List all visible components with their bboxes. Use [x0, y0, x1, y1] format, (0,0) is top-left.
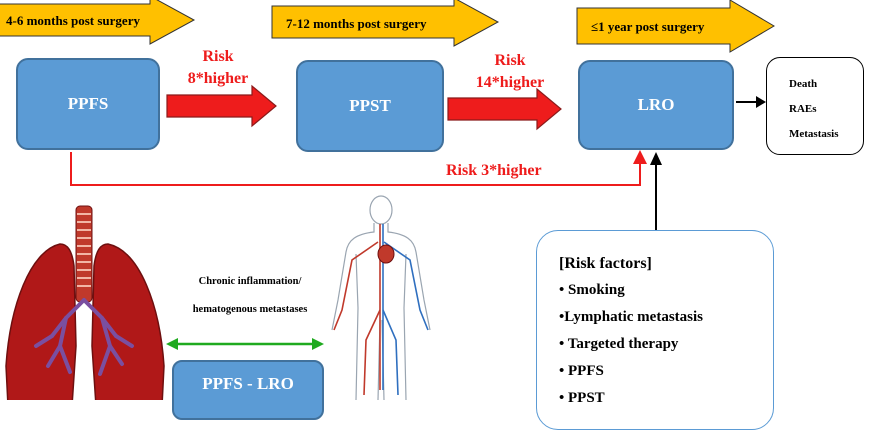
trachea-icon [75, 205, 93, 303]
body-outline-icon [331, 195, 431, 400]
risk-factor-smoking: • Smoking [559, 282, 625, 298]
timeline-arrow-3 [576, 0, 775, 53]
heart-icon [377, 244, 395, 264]
right-lung-icon [91, 243, 165, 400]
risk-label-ppfs-ppst: Risk 8*higher [178, 46, 258, 90]
risk-factors-title: [Risk factors] [559, 255, 652, 272]
mechanism-arrow [166, 338, 324, 350]
left-lung-icon [5, 243, 77, 400]
stage-lro-label: LRO [637, 95, 675, 114]
stage-ppst-label: PPST [349, 96, 391, 115]
risk-mult-1: 8*higher [187, 70, 249, 87]
timeline-arrow-2 [271, 0, 500, 47]
timeline-label-3: ≤1 year post surgery [591, 19, 705, 34]
risk-label-direct: Risk 3*higher [446, 162, 542, 179]
lungs-illustration [5, 205, 165, 400]
risk-arrow-direct [70, 152, 641, 186]
bronchi-icon [34, 298, 134, 376]
stage-ppfs: PPFS [16, 58, 160, 150]
risk-label-ppst-lro: Risk 14*higher [460, 50, 560, 94]
outcomes-box: Death RAEs Metastasis [766, 57, 864, 155]
ppfs-lro-box: PPFS - LRO [172, 360, 324, 420]
risk-word-2: Risk [494, 52, 526, 69]
stage-lro: LRO [578, 60, 734, 150]
risk-arrow-ppfs-ppst [166, 84, 277, 128]
timeline-arrows [0, 0, 775, 53]
circulatory-body-illustration [331, 195, 431, 400]
risk-factor-targeted: • Targeted therapy [559, 336, 679, 352]
risk-word-1: Risk [202, 48, 234, 65]
timeline-arrow-1 [0, 0, 196, 45]
outcome-raes: RAEs [789, 103, 817, 115]
timeline-label-2: 7-12 months post surgery [286, 16, 427, 31]
risk-factor-lymphatic: •Lymphatic metastasis [559, 309, 704, 325]
risk-mult-2: 14*higher [475, 74, 545, 91]
risk-factor-ppst: • PPST [559, 390, 605, 406]
stage-ppfs-label: PPFS [67, 94, 109, 113]
stage-ppst: PPST [296, 60, 444, 152]
risk-factors-box: [Risk factors] • Smoking •Lymphatic meta… [536, 230, 774, 430]
outcome-death: Death [789, 78, 818, 90]
connector-arrows [70, 84, 766, 350]
mechanism-label-1: Chronic inflammation/ [198, 276, 302, 287]
outcome-metastasis: Metastasis [789, 128, 839, 140]
timeline-label-1: 4-6 months post surgery [6, 13, 140, 28]
risk-arrow-ppst-lro [447, 87, 562, 131]
mechanism-label-2: hematogenous metastases [192, 304, 308, 315]
risk-factor-ppfs: • PPFS [559, 363, 604, 379]
